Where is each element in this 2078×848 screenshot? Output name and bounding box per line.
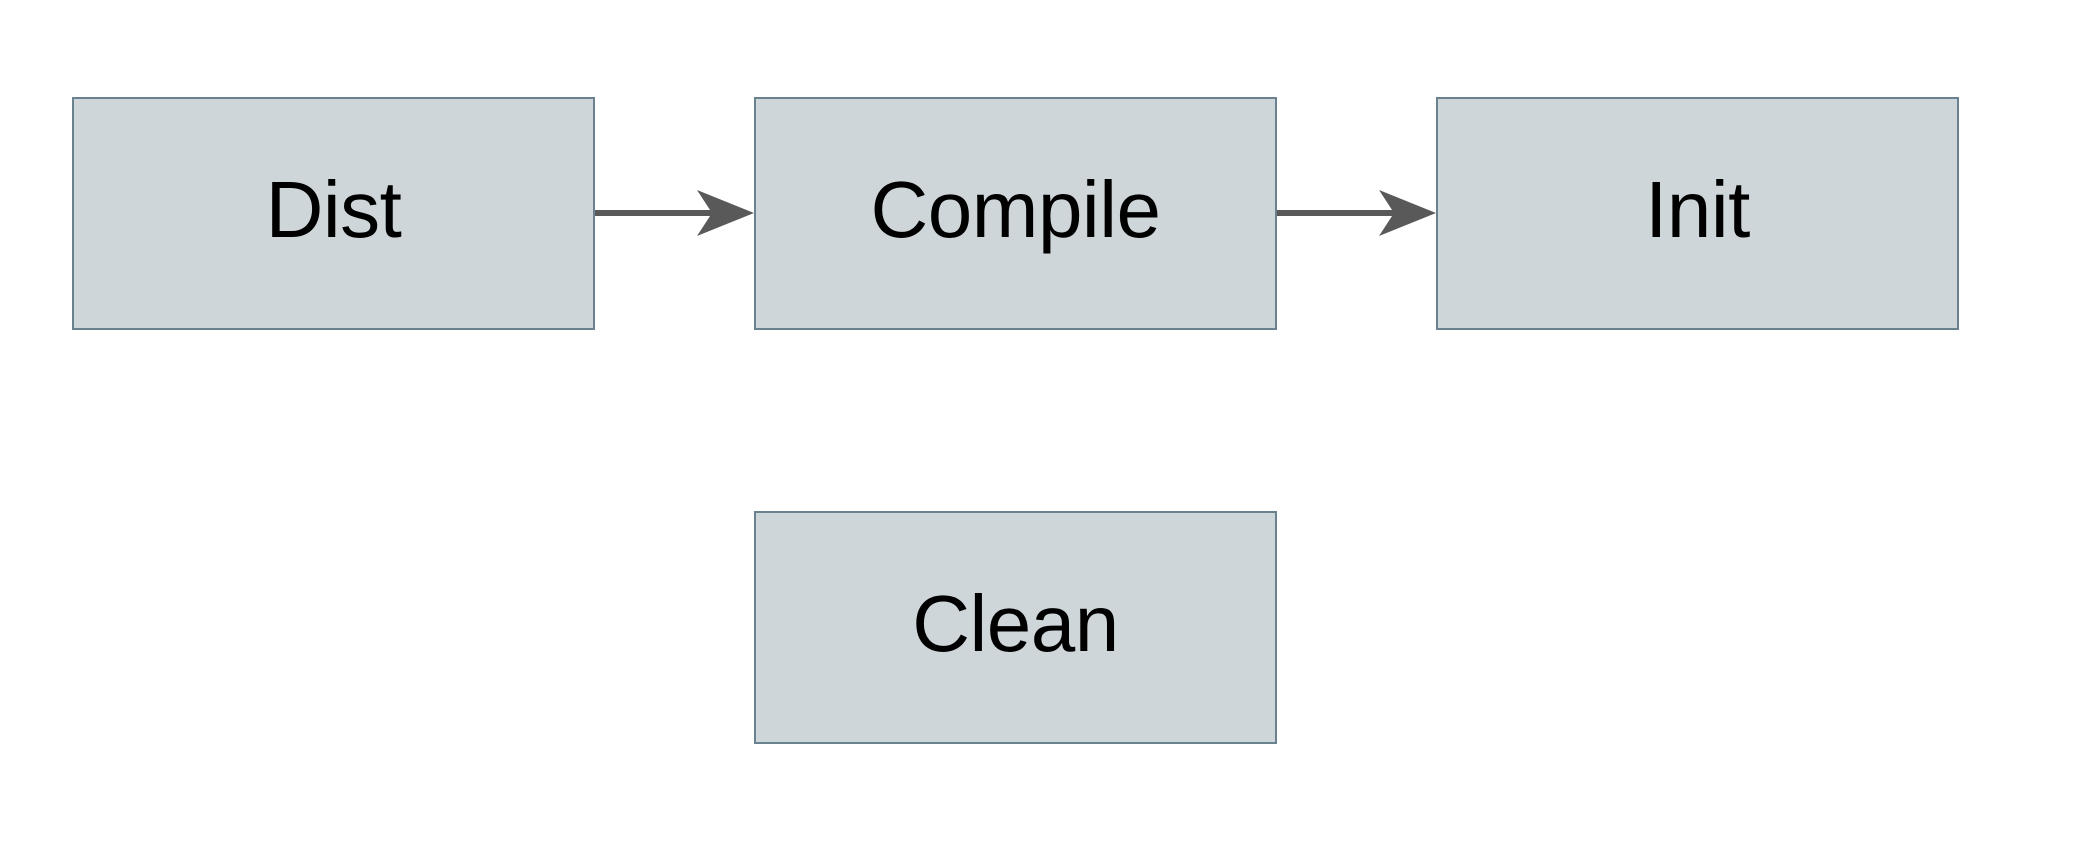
node-dist[interactable]: Dist (72, 97, 595, 330)
node-clean-label: Clean (912, 578, 1119, 668)
edge-dist-compile (595, 190, 754, 236)
edge-compile-init-arrowhead (1379, 190, 1436, 236)
node-init-label: Init (1645, 164, 1750, 254)
node-dist-label: Dist (265, 164, 402, 254)
edge-dist-compile-arrowhead (697, 190, 754, 236)
node-init[interactable]: Init (1436, 97, 1959, 330)
node-compile[interactable]: Compile (754, 97, 1277, 330)
edge-compile-init (1277, 190, 1436, 236)
node-compile-label: Compile (870, 164, 1161, 254)
node-clean[interactable]: Clean (754, 511, 1277, 744)
